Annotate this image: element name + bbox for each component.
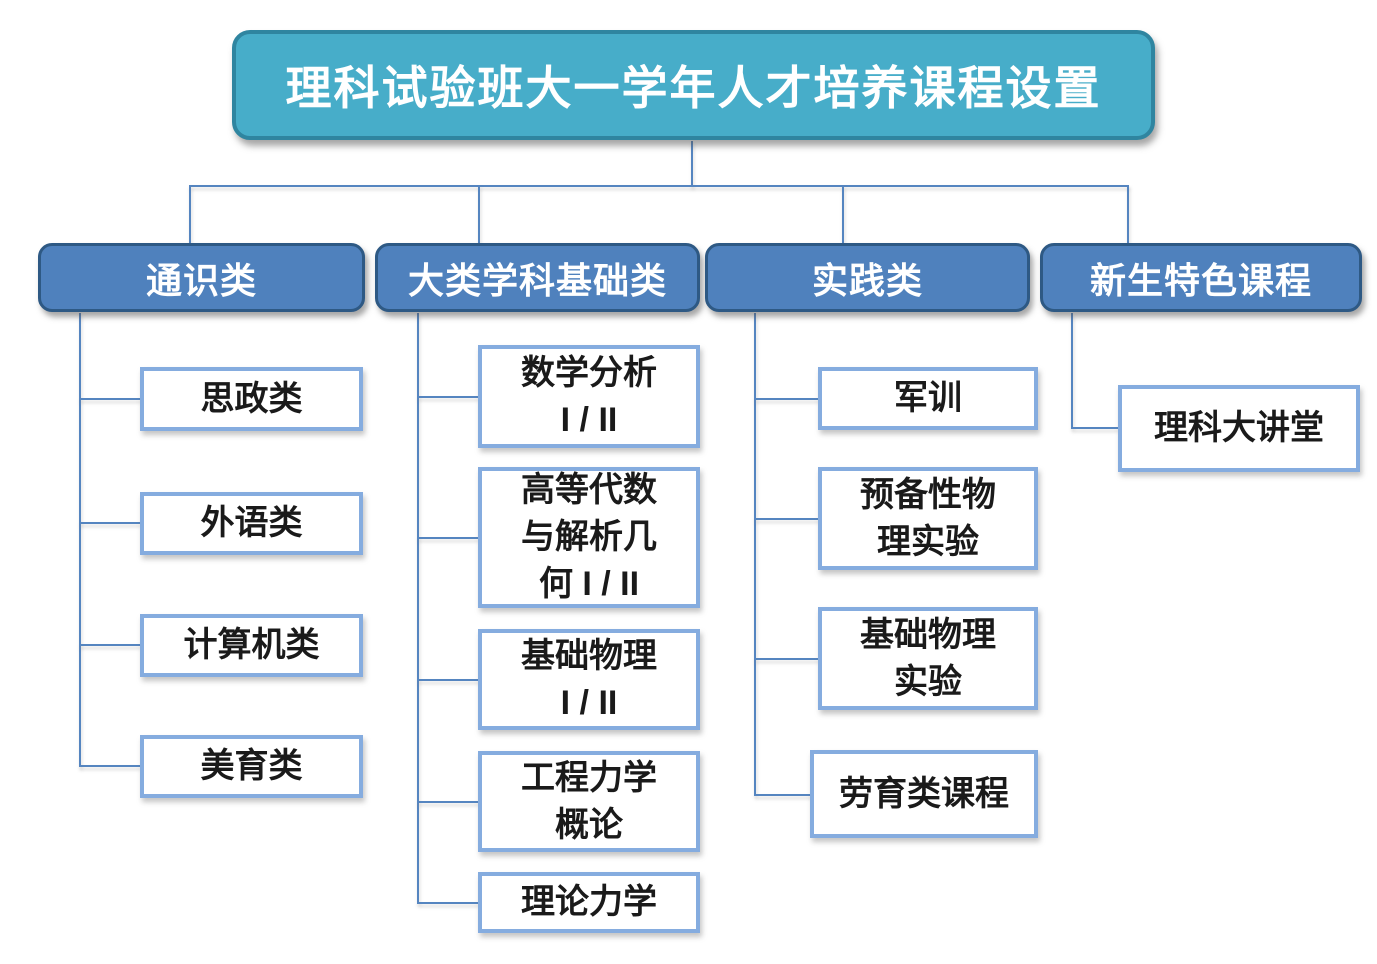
connector-segment	[1071, 427, 1118, 429]
connector-segment	[754, 313, 756, 795]
connector-segment	[1071, 313, 1073, 428]
connector-segment	[417, 902, 478, 904]
connector-segment	[842, 185, 844, 243]
course-box: 基础物理 I / II	[478, 629, 700, 730]
course-box: 数学分析 I / II	[478, 345, 700, 448]
category-box-discipline-foundation: 大类学科基础类	[375, 243, 700, 312]
connector-segment	[79, 522, 140, 524]
connector-segment	[79, 644, 140, 646]
course-box: 预备性物 理实验	[818, 467, 1038, 570]
course-box: 军训	[818, 367, 1038, 430]
chart-title-box: 理科试验班大一学年人才培养课程设置	[232, 30, 1155, 140]
category-box-practice: 实践类	[705, 243, 1030, 312]
connector-segment	[189, 185, 1129, 187]
connector-segment	[1127, 185, 1129, 243]
connector-segment	[417, 313, 419, 903]
connector-segment	[478, 185, 480, 243]
connector-segment	[754, 794, 818, 796]
course-box: 劳育类课程	[810, 750, 1038, 838]
category-box-general-education: 通识类	[38, 243, 365, 312]
course-box: 理论力学	[478, 872, 700, 933]
connector-segment	[417, 801, 478, 803]
category-box-freshman-special: 新生特色课程	[1040, 243, 1362, 312]
connector-segment	[417, 679, 478, 681]
connector-segment	[79, 398, 140, 400]
course-box: 思政类	[140, 367, 363, 431]
course-box: 外语类	[140, 492, 363, 555]
course-box: 计算机类	[140, 614, 363, 677]
connector-segment	[79, 765, 140, 767]
connector-segment	[79, 313, 81, 767]
connector-segment	[417, 537, 478, 539]
course-box: 高等代数 与解析几 何 I / II	[478, 467, 700, 608]
connector-segment	[417, 396, 478, 398]
connector-segment	[754, 518, 818, 520]
connector-segment	[691, 141, 693, 187]
course-box: 基础物理 实验	[818, 607, 1038, 710]
connector-segment	[754, 398, 818, 400]
course-box: 美育类	[140, 735, 363, 798]
connector-segment	[189, 185, 191, 243]
course-box: 工程力学 概论	[478, 751, 700, 852]
connector-segment	[754, 658, 818, 660]
course-box: 理科大讲堂	[1118, 385, 1360, 472]
